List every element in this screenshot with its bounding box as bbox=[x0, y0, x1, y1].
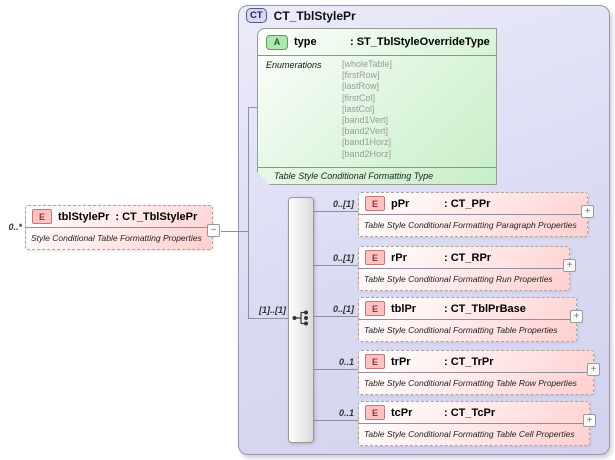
connector-line bbox=[314, 369, 358, 370]
element-badge-icon: E bbox=[365, 301, 385, 316]
enumeration-value: [wholeTable] bbox=[342, 59, 393, 69]
child-element-name: pPr bbox=[391, 197, 410, 210]
child-element-type: : CT_TrPr bbox=[444, 355, 494, 368]
child-element-box-tblPr[interactable]: E tblPr : CT_TblPrBase Table Style Condi… bbox=[358, 297, 577, 342]
child-element-type: : CT_TcPr bbox=[444, 406, 496, 419]
child-element-annotation: Table Style Conditional Formatting Table… bbox=[364, 378, 577, 388]
expand-toggle-plus-icon[interactable]: + bbox=[587, 363, 600, 376]
child-element-header: E trPr : CT_TrPr bbox=[359, 351, 593, 373]
child-element-name: tblPr bbox=[391, 302, 417, 315]
connector-line bbox=[221, 231, 248, 232]
enumeration-value: [band1Horz] bbox=[342, 137, 392, 148]
enumeration-value: [firstCol] bbox=[342, 92, 376, 103]
child-element-annotation: Table Style Conditional Formatting Parag… bbox=[364, 220, 577, 230]
expand-toggle-plus-icon[interactable]: + bbox=[563, 259, 576, 272]
enumeration-values: [wholeTable] [firstRow] [lastRow] [first… bbox=[342, 59, 392, 167]
child-element-box-tcPr[interactable]: E tcPr : CT_TcPr Table Style Conditional… bbox=[358, 401, 590, 446]
sequence-icon bbox=[292, 310, 308, 326]
connector-line bbox=[314, 316, 358, 317]
child-multiplicity-label: 0..1 bbox=[338, 408, 354, 418]
element-badge-icon: E bbox=[365, 196, 385, 211]
element-badge-icon: E bbox=[365, 405, 385, 420]
attribute-name: type bbox=[294, 36, 317, 48]
child-multiplicity-label: 0..[1] bbox=[332, 304, 354, 314]
child-element-annotation: Table Style Conditional Formatting Run P… bbox=[364, 274, 553, 284]
attribute-box[interactable]: A type : ST_TblStyleOverrideType Enumera… bbox=[257, 28, 497, 185]
child-element-type: : CT_TblPrBase bbox=[444, 302, 526, 315]
child-element-header: E tblPr : CT_TblPrBase bbox=[359, 298, 576, 320]
root-element-header: E tblStylePr : CT_TblStylePr bbox=[26, 206, 212, 228]
enumeration-value: [lastRow] bbox=[342, 81, 380, 92]
enumeration-value: [band2Vert] bbox=[342, 126, 389, 137]
child-element-annotation: Table Style Conditional Formatting Table… bbox=[364, 325, 558, 335]
root-element-box[interactable]: E tblStylePr : CT_TblStylePr Style Condi… bbox=[25, 205, 213, 250]
enumeration-value: [firstRow] bbox=[342, 70, 380, 81]
expand-toggle-plus-icon[interactable]: + bbox=[570, 310, 583, 323]
child-element-type: : CT_RPr bbox=[444, 251, 492, 264]
collapse-toggle-minus-icon[interactable]: − bbox=[207, 224, 220, 237]
connector-line bbox=[314, 265, 358, 266]
root-element-annotation: Style Conditional Table Formatting Prope… bbox=[31, 233, 202, 243]
child-multiplicity-label: 0..1 bbox=[338, 357, 354, 367]
complex-type-badge-icon: CT bbox=[246, 8, 267, 23]
attribute-type: : ST_TblStyleOverrideType bbox=[350, 36, 490, 48]
connector-line bbox=[248, 107, 257, 108]
child-element-header: E tcPr : CT_TcPr bbox=[359, 402, 589, 424]
expand-toggle-plus-icon[interactable]: + bbox=[583, 414, 596, 427]
child-element-header: E pPr : CT_PPr bbox=[359, 193, 587, 215]
complex-type-title: CT_TblStylePr bbox=[273, 8, 356, 23]
child-element-annotation: Table Style Conditional Formatting Table… bbox=[364, 429, 575, 439]
attribute-annotation: Table Style Conditional Formatting Type bbox=[274, 170, 434, 181]
connector-line bbox=[314, 211, 358, 212]
enumerations-label: Enumerations bbox=[266, 60, 322, 70]
element-badge-icon: E bbox=[365, 354, 385, 369]
expand-toggle-plus-icon[interactable]: + bbox=[581, 205, 594, 218]
sequence-multiplicity-label: [1]..[1] bbox=[259, 305, 286, 315]
element-badge-icon: E bbox=[32, 209, 52, 224]
enumerations-block: Enumerations [wholeTable] [firstRow] [la… bbox=[258, 56, 496, 168]
child-multiplicity-label: 0..[1] bbox=[332, 199, 354, 209]
child-element-type: : CT_PPr bbox=[444, 197, 491, 210]
connector-line bbox=[248, 318, 288, 319]
root-element-type: : CT_TblStylePr bbox=[115, 210, 198, 223]
child-element-header: E rPr : CT_RPr bbox=[359, 247, 569, 269]
root-element-name: tblStylePr bbox=[58, 210, 110, 223]
child-multiplicity-label: 0..[1] bbox=[332, 253, 354, 263]
child-element-name: tcPr bbox=[391, 406, 413, 419]
complex-type-header: CT CT_TblStylePr bbox=[246, 8, 356, 23]
child-element-box-trPr[interactable]: E trPr : CT_TrPr Table Style Conditional… bbox=[358, 350, 594, 395]
child-element-box-rPr[interactable]: E rPr : CT_RPr Table Style Conditional F… bbox=[358, 246, 570, 291]
enumeration-value: ... bbox=[342, 159, 350, 170]
child-element-box-pPr[interactable]: E pPr : CT_PPr Table Style Conditional F… bbox=[358, 192, 588, 237]
connector-line bbox=[314, 420, 358, 421]
element-badge-icon: E bbox=[365, 250, 385, 265]
child-element-name: rPr bbox=[391, 251, 407, 264]
child-element-name: trPr bbox=[391, 355, 411, 368]
enumeration-value: [band2Horz] bbox=[342, 148, 392, 159]
root-multiplicity-label: 0..* bbox=[8, 222, 22, 232]
attribute-badge-icon: A bbox=[266, 35, 288, 50]
connector-line bbox=[248, 107, 249, 318]
attribute-header: A type : ST_TblStyleOverrideType bbox=[258, 29, 496, 56]
enumeration-value: [band1Vert] bbox=[342, 115, 389, 126]
enumeration-value: [lastCol] bbox=[342, 103, 375, 114]
